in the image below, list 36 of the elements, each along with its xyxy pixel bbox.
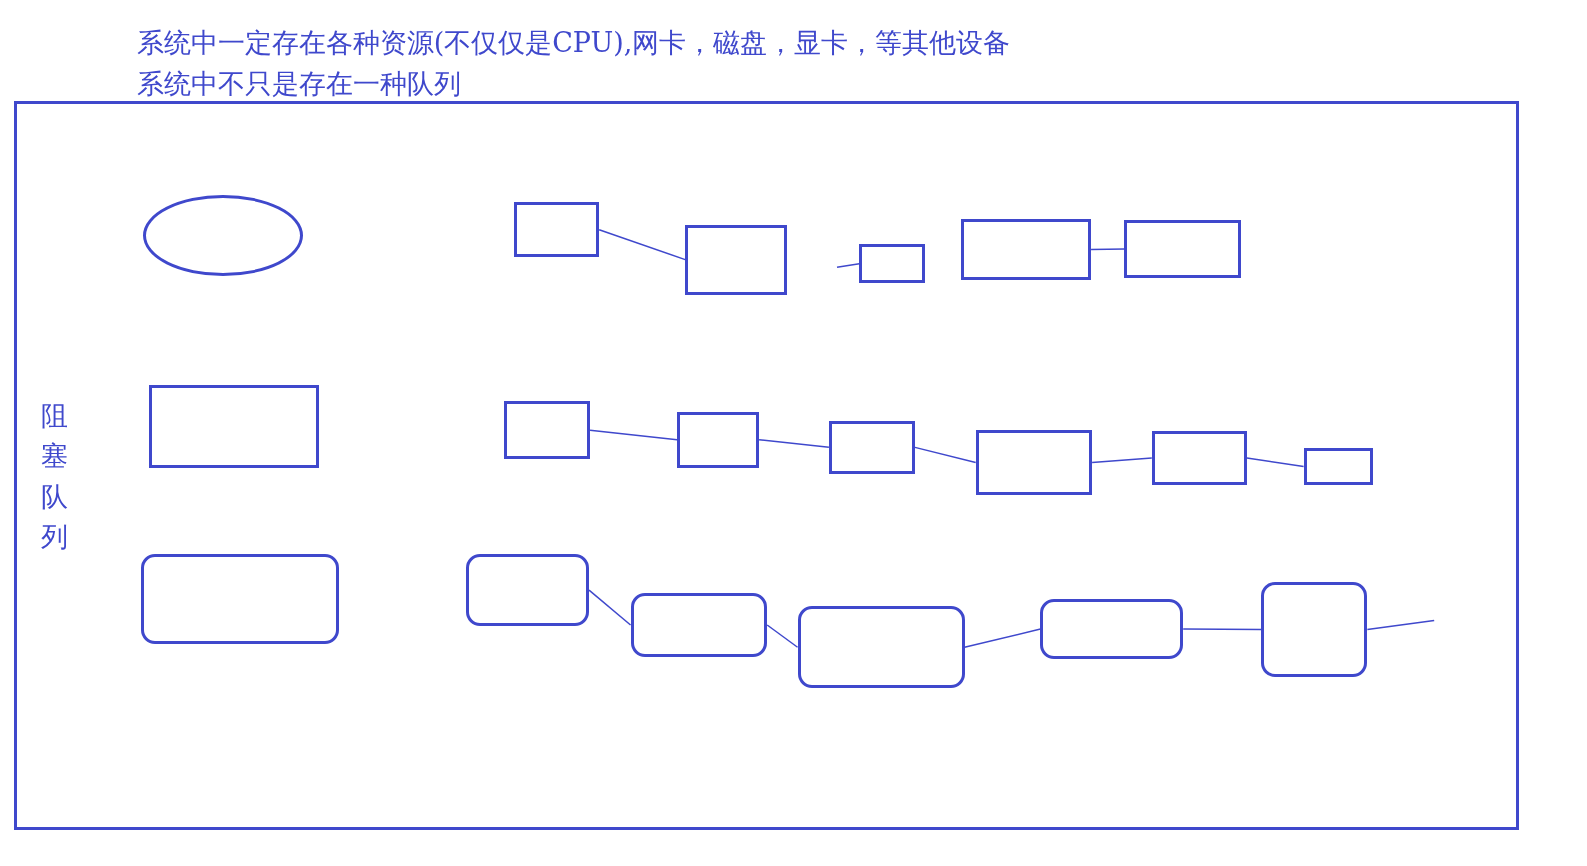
queue-box — [514, 202, 600, 258]
queue-box — [677, 411, 760, 468]
link-line — [589, 429, 678, 441]
note-text: 系统中不只是存在一种队列 — [136, 67, 462, 102]
note-text: 系统中一定存在各种资源(不仅仅是CPU),网卡，磁盘，显卡，等其他设备 — [136, 26, 1011, 61]
queue-box — [148, 384, 319, 468]
queue-frame — [14, 101, 1520, 830]
queue-box — [828, 421, 915, 474]
queue-box — [1040, 599, 1184, 659]
link-line — [914, 446, 977, 464]
queue-box — [961, 218, 1092, 281]
link-line — [598, 229, 686, 261]
queue-box — [1261, 581, 1368, 678]
queue-box — [685, 224, 788, 295]
link-line — [588, 589, 632, 626]
ellipse-shape — [142, 195, 303, 277]
queue-box — [1303, 448, 1374, 485]
queue-box — [859, 243, 926, 284]
queue-box — [797, 606, 965, 689]
link-line — [1182, 628, 1262, 631]
link-line — [766, 624, 799, 648]
queue-box — [630, 593, 768, 657]
queue-box — [1124, 219, 1241, 279]
queue-box — [140, 553, 340, 644]
queue-box — [1151, 431, 1247, 485]
queue-box — [504, 400, 591, 460]
link-line — [1246, 457, 1305, 468]
queue-box — [465, 553, 589, 627]
link-line — [836, 262, 861, 268]
queue-box — [975, 430, 1093, 495]
link-line — [1091, 457, 1153, 464]
link-line — [963, 628, 1042, 648]
frame-label: 阻塞队列 — [41, 398, 69, 555]
link-line — [758, 439, 830, 449]
link-line — [1090, 248, 1126, 251]
link-line — [1366, 619, 1435, 631]
